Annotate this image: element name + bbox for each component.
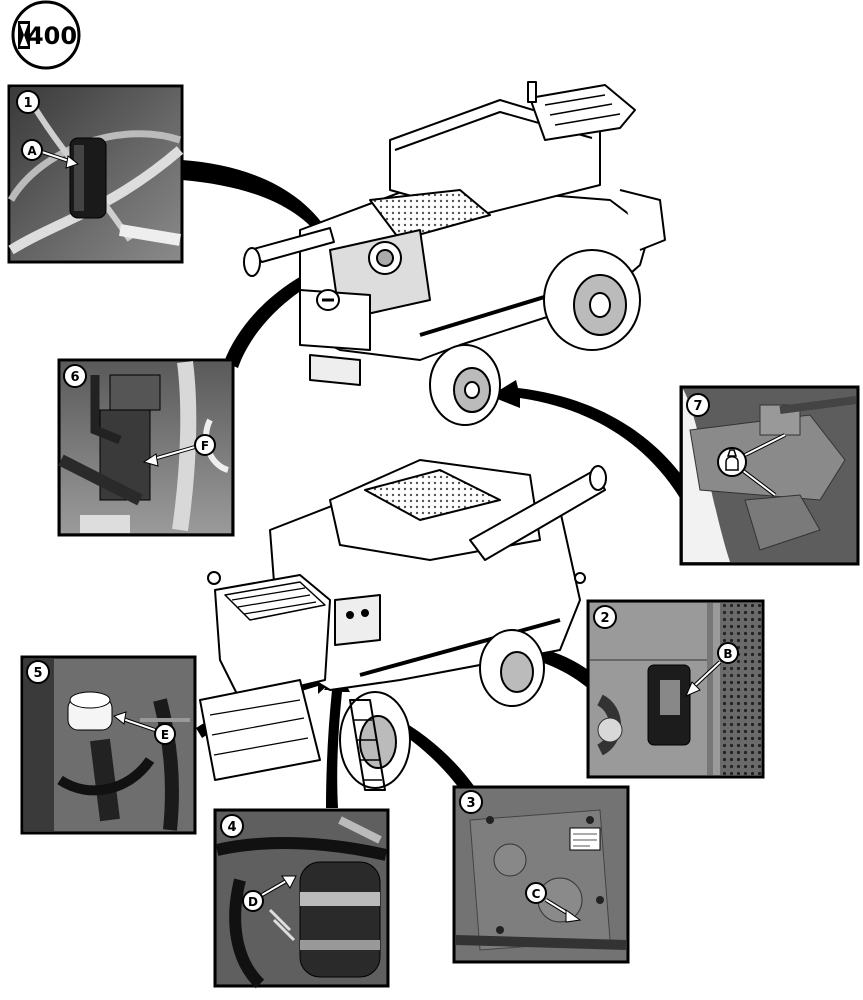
hourglass-icon xyxy=(18,21,30,49)
panel-7-number-badge: 7 xyxy=(686,393,710,417)
callout-a-letter: A xyxy=(27,144,37,158)
detail-panel-5: 5 E xyxy=(20,655,197,835)
detail-panel-1: 1 A xyxy=(7,84,184,264)
callout-e: E xyxy=(112,711,176,745)
detail-panel-6: 6 F xyxy=(57,358,235,537)
callout-a: A xyxy=(21,139,80,169)
callout-d: D xyxy=(242,875,297,912)
combine-front-view xyxy=(199,459,607,791)
arrow-panel-7 xyxy=(490,380,692,498)
panel-2-number-badge: 2 xyxy=(593,605,617,629)
interval-number: 400 xyxy=(27,22,77,50)
callout-c: C xyxy=(525,882,582,923)
panel-4-number-badge: 4 xyxy=(220,814,244,838)
panel-4-number: 4 xyxy=(227,820,236,835)
detail-panel-3: 3 C xyxy=(452,785,630,964)
callout-e-letter: E xyxy=(161,728,169,742)
panel-3-number-badge: 3 xyxy=(459,790,483,814)
panel-5-number: 5 xyxy=(33,666,42,681)
detail-panel-4: 4 D xyxy=(213,808,390,989)
grease-fitting-icon xyxy=(717,433,786,497)
panel-3-number: 3 xyxy=(466,796,475,811)
callout-b: B xyxy=(685,642,739,697)
detail-panel-2: 2 B xyxy=(586,599,765,779)
detail-panel-7: 7 xyxy=(679,385,860,566)
interval-badge: 400 xyxy=(11,0,81,70)
panel-6-number: 6 xyxy=(70,370,79,385)
combine-rear-view xyxy=(243,81,666,426)
callout-b-letter: B xyxy=(723,647,732,661)
callout-f: F xyxy=(142,434,216,467)
arrow-panel-4 xyxy=(324,670,350,808)
callout-f-letter: F xyxy=(201,439,209,453)
callout-d-letter: D xyxy=(248,895,258,909)
callout-c-letter: C xyxy=(532,887,541,901)
panel-2-number: 2 xyxy=(600,611,609,626)
arrow-panel-1 xyxy=(182,160,344,258)
panel-7-number: 7 xyxy=(693,399,702,414)
panel-5-number-badge: 5 xyxy=(26,660,50,684)
panel-6-number-badge: 6 xyxy=(63,364,87,388)
panel-1-number-badge: 1 xyxy=(16,90,40,114)
panel-1-number: 1 xyxy=(23,96,32,111)
